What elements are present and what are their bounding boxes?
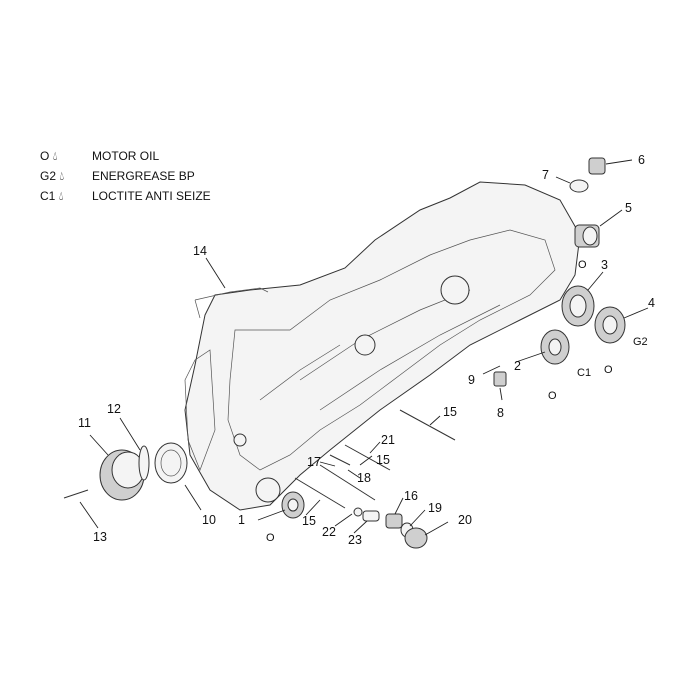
legend-label: LOCTITE ANTI SEIZE xyxy=(92,189,211,203)
part-lubricant-symbols: O O G2 C1 O O xyxy=(266,259,648,544)
callout-22: 22 xyxy=(322,525,336,539)
lube-symbol-seal-1: O xyxy=(266,532,275,544)
callout-labels: 1 2 3 4 5 6 7 8 9 10 11 12 13 14 15 15 1… xyxy=(78,153,655,547)
legend-label: ENERGREASE BP xyxy=(92,169,195,183)
callout-16: 16 xyxy=(404,489,418,503)
callout-17: 17 xyxy=(307,455,321,469)
lube-symbol-seal-4: G2 xyxy=(633,336,648,348)
callout-23: 23 xyxy=(348,533,362,547)
callout-20: 20 xyxy=(458,513,472,527)
oring-7 xyxy=(569,179,589,193)
filter-10 xyxy=(154,442,188,484)
bearing-2 xyxy=(540,329,570,365)
callout-10: 10 xyxy=(202,513,216,527)
cap-20 xyxy=(404,527,428,549)
gasket xyxy=(194,287,269,319)
callout-1: 1 xyxy=(238,513,245,527)
legend-row-loctite: C1 💧︎ LOCTITE ANTI SEIZE xyxy=(40,186,211,206)
seal-1 xyxy=(281,491,305,519)
callout-3: 3 xyxy=(601,258,608,272)
callout-11: 11 xyxy=(78,416,91,430)
cover-11 xyxy=(99,449,145,501)
lube-symbol-bearing-2-oil: O xyxy=(548,390,557,402)
lube-symbol-seal-4-oil: O xyxy=(604,364,613,376)
callout-4: 4 xyxy=(648,296,655,310)
callout-2: 2 xyxy=(514,359,521,373)
pin-9 xyxy=(482,365,501,375)
legend-symbol: C1 💧︎ xyxy=(40,189,64,203)
bolts-group xyxy=(294,409,456,509)
callout-18: 18 xyxy=(357,471,371,485)
callout-15-b: 15 xyxy=(376,453,390,467)
callout-19: 19 xyxy=(428,501,442,515)
lube-symbol-bushing-5: O xyxy=(578,259,587,271)
bushing-5 xyxy=(574,224,600,248)
plug-16 xyxy=(385,513,403,529)
seal-4 xyxy=(594,306,626,344)
ball-22 xyxy=(353,507,363,517)
callout-14: 14 xyxy=(193,244,207,258)
callout-15-a: 15 xyxy=(443,405,457,419)
legend-label: MOTOR OIL xyxy=(92,149,160,163)
spring-23 xyxy=(362,510,380,522)
leader-lines xyxy=(79,159,649,536)
drop-icon: 💧︎ xyxy=(58,189,64,203)
oring-12 xyxy=(138,445,150,481)
callout-9: 9 xyxy=(468,373,475,387)
drop-icon: 💧︎ xyxy=(52,149,58,163)
fitting-8 xyxy=(493,371,507,387)
legend-symbol: G2 💧︎ xyxy=(40,169,65,183)
callout-21: 21 xyxy=(381,433,395,447)
callout-8: 8 xyxy=(497,406,504,420)
legend-row-motor-oil: O 💧︎ MOTOR OIL xyxy=(40,146,211,166)
callout-7: 7 xyxy=(542,168,549,182)
lubricant-legend: O 💧︎ MOTOR OIL G2 💧︎ ENERGREASE BP C1 💧︎… xyxy=(40,146,211,206)
callout-13: 13 xyxy=(93,530,107,544)
legend-symbol: O 💧︎ xyxy=(40,149,58,163)
bearing-3 xyxy=(561,285,595,327)
plug-6 xyxy=(588,157,606,175)
callout-15-c: 15 xyxy=(302,514,316,528)
callout-6: 6 xyxy=(638,153,645,167)
drop-icon: 💧︎ xyxy=(59,169,65,183)
legend-row-energrease: G2 💧︎ ENERGREASE BP xyxy=(40,166,211,186)
lube-symbol-bearing-2: C1 xyxy=(577,367,591,379)
screw-13 xyxy=(63,489,89,499)
callout-5: 5 xyxy=(625,201,632,215)
callout-12: 12 xyxy=(107,402,121,416)
crankcase-housing xyxy=(184,181,581,511)
